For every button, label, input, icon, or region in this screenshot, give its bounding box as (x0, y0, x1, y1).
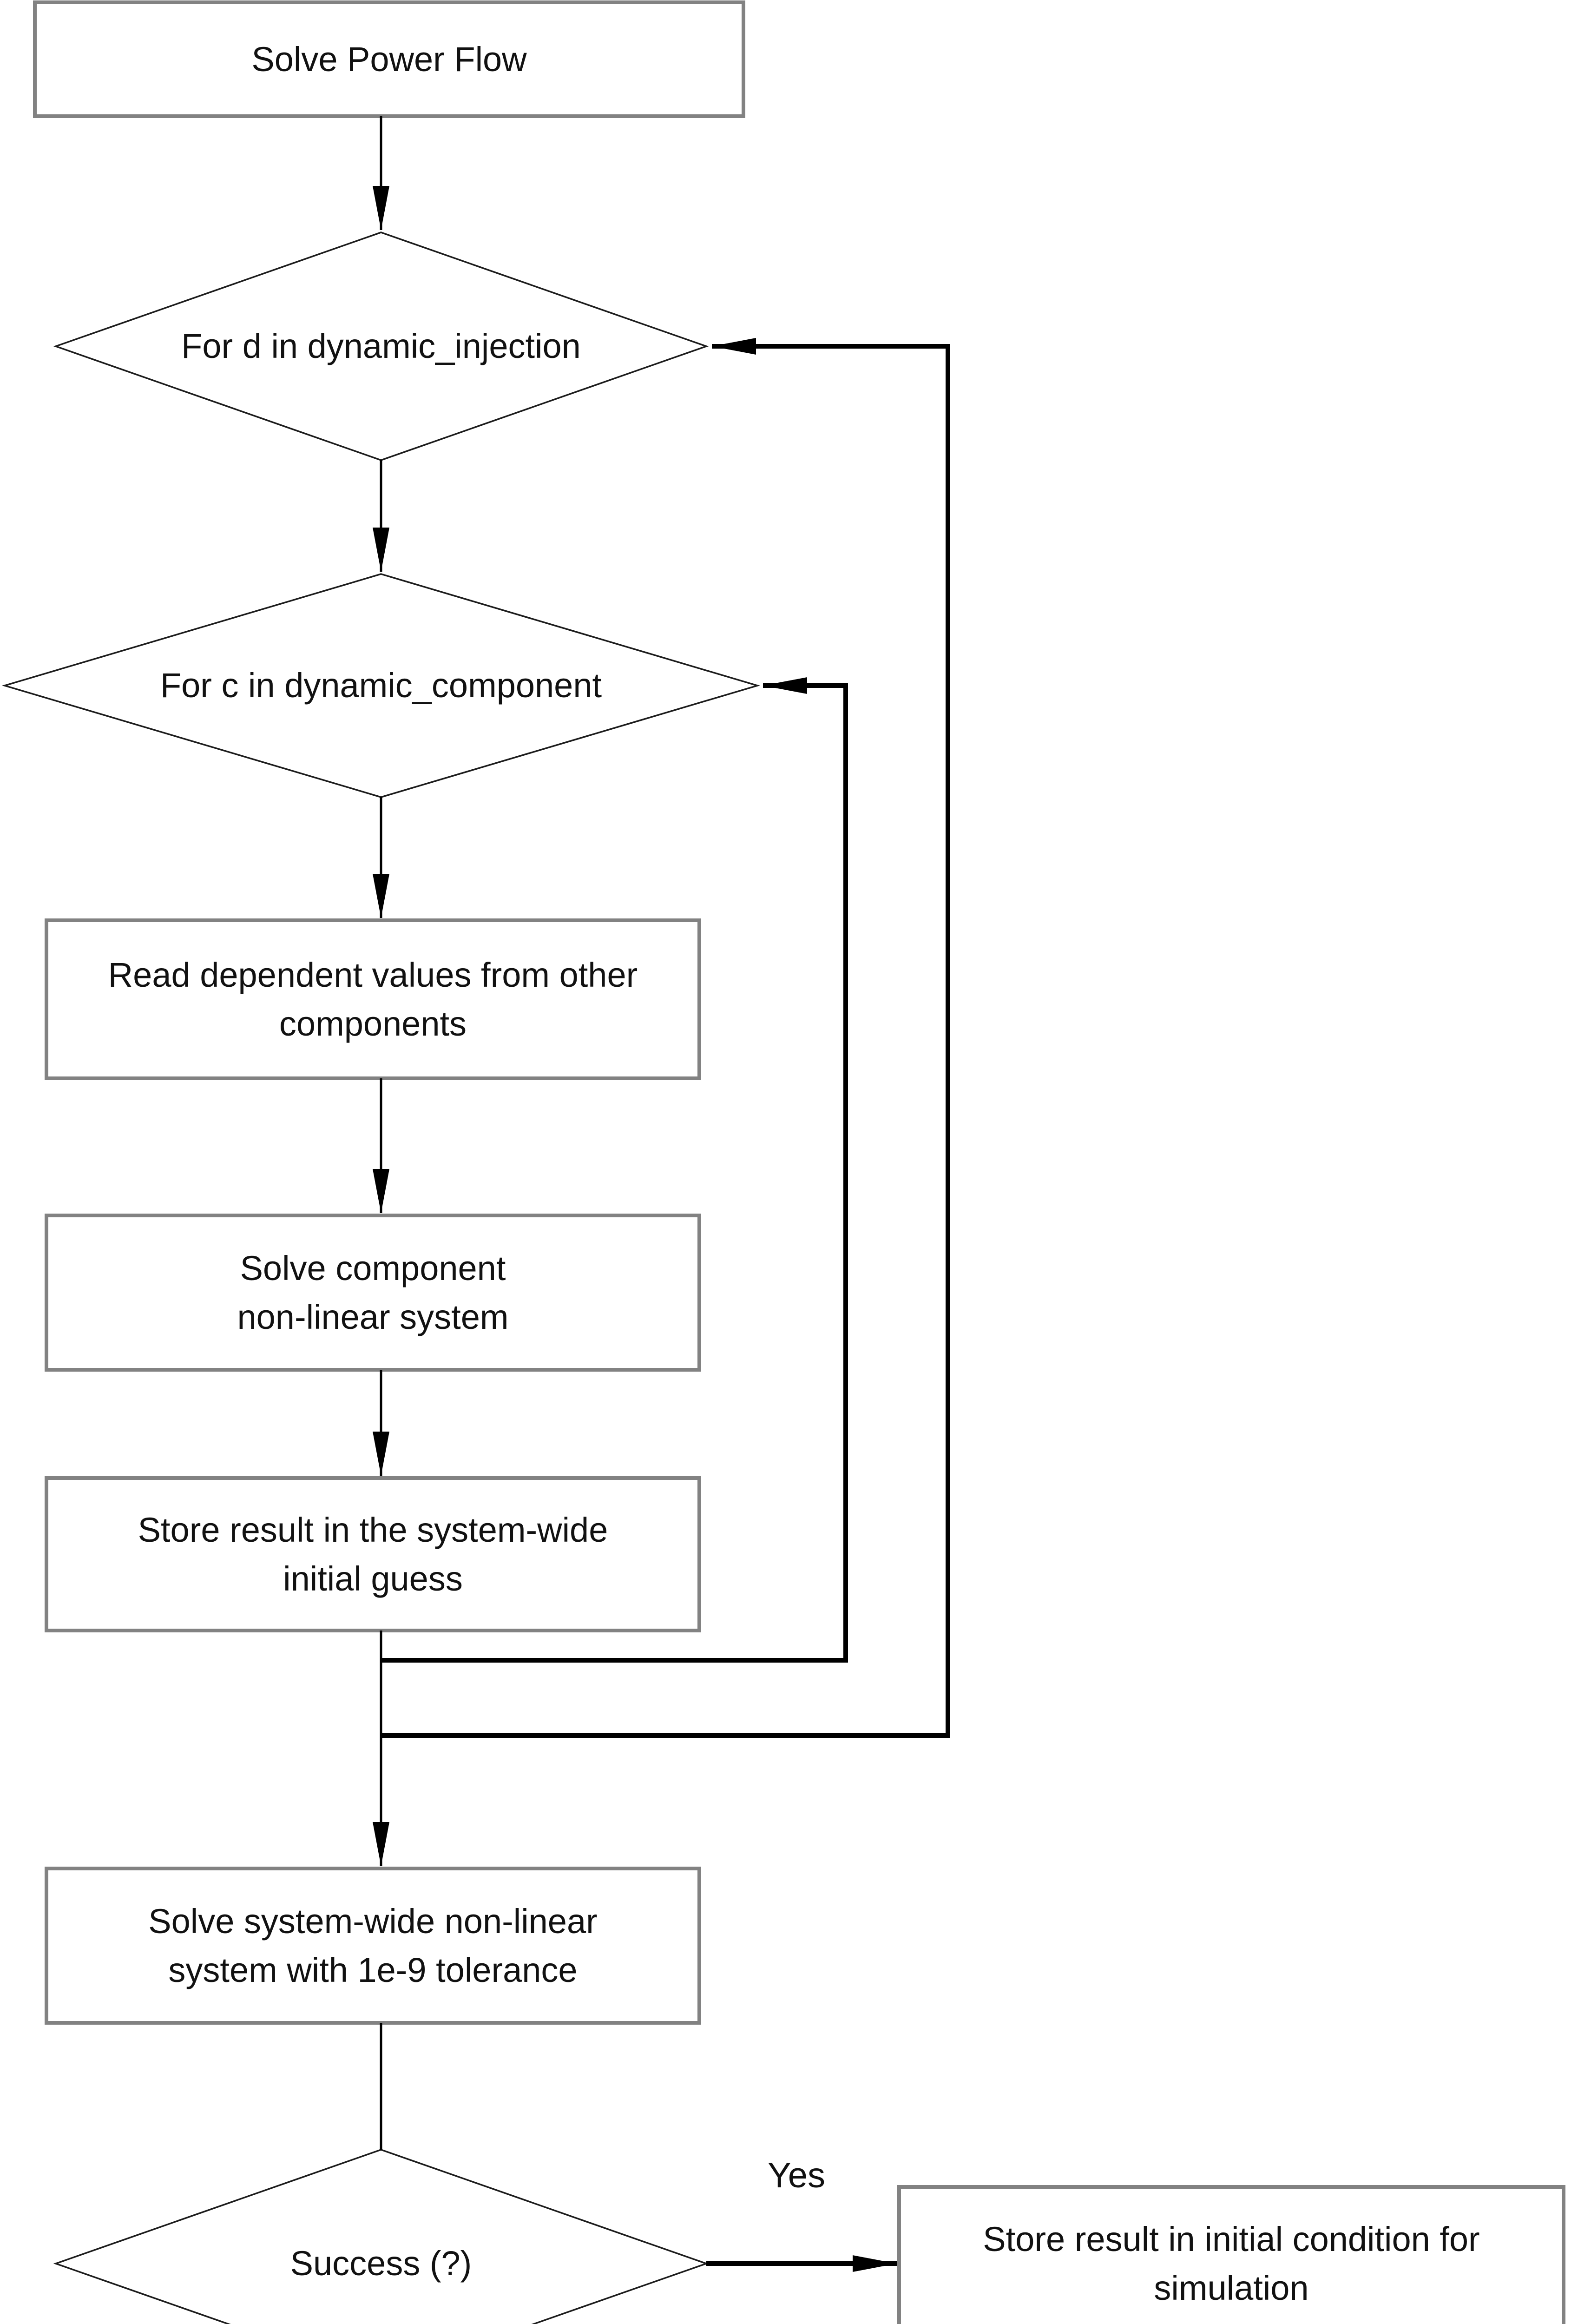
node-solve-system-label: Solve system-wide non-linear system with… (148, 1901, 598, 1989)
node-solve-system-shape (45, 1867, 701, 2025)
node-read-values-label: Read dependent values from other compone… (108, 955, 638, 1043)
node-loop-d-label: For d in dynamic_injection (181, 327, 581, 366)
edge-store-guess-to-loop-c (381, 677, 848, 1663)
node-store-guess-label: Store result in the system-wide initial … (138, 1510, 608, 1598)
node-solve-component-label: Solve component non-linear system (237, 1248, 509, 1336)
node-solve-component-shape (45, 1214, 701, 1372)
node-success-1-shape (53, 2149, 709, 2324)
node-store-initial-shape (897, 2185, 1565, 2324)
node-success-1-label: Success (?) (290, 2244, 472, 2283)
node-loop-c-label: For c in dynamic_component (160, 666, 602, 705)
node-store-initial-label: Store result in initial condition for si… (983, 2219, 1480, 2307)
edge-label-yes-1: Yes (768, 2155, 825, 2195)
node-start-shape (33, 0, 745, 118)
node-start-label: Solve Power Flow (251, 40, 527, 79)
edge-store-guess-to-loop-d (381, 338, 950, 1738)
node-read-values-shape (45, 918, 701, 1080)
node-store-guess-shape (45, 1476, 701, 1632)
